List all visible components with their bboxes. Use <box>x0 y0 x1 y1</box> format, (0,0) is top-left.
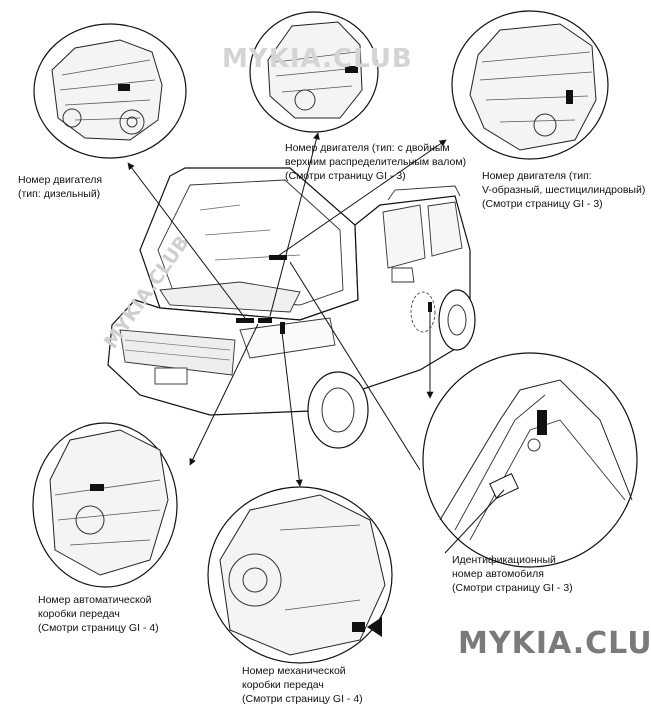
label-line: (Смотри страницу GI - 4) <box>38 622 159 634</box>
leader-vin-label <box>444 489 505 554</box>
label-line: коробки передач <box>242 679 324 691</box>
label-line: (Смотри страницу GI - 3) <box>452 582 573 594</box>
label-line: верхним распределительным валом) <box>285 156 467 168</box>
label-line: (тип: дизельный) <box>18 188 101 200</box>
label-line: Идентификационный <box>452 554 556 566</box>
label-line: Номер двигателя (тип: с двойным <box>285 142 450 154</box>
car-illustration <box>107 167 476 449</box>
label-manual-transmission: Номер механической коробки передач (Смот… <box>242 664 363 706</box>
diesel-engine-detail <box>33 23 187 159</box>
leader-engine-v6 <box>277 139 447 257</box>
v6-engine-detail <box>451 10 609 160</box>
label-auto-transmission: Номер автоматической коробки передач (См… <box>38 593 159 635</box>
vin-detail <box>422 352 638 568</box>
leader-auto-transmission <box>189 323 259 466</box>
label-line: Номер двигателя (тип: <box>482 170 592 182</box>
leader-lines <box>127 132 505 554</box>
label-line: Номер автоматической <box>38 594 152 606</box>
label-line: Номер двигателя <box>18 174 103 186</box>
leader-engine-diesel <box>127 162 246 319</box>
label-engine-v6: Номер двигателя (тип: V-образный, шестиц… <box>482 169 645 211</box>
label-line: коробки передач <box>38 608 120 620</box>
watermark-top: MYKIA.CLUB <box>222 44 413 74</box>
automatic-transmission-detail <box>32 422 178 588</box>
dohc-engine-detail <box>249 11 379 133</box>
label-engine-diesel: Номер двигателя (тип: дизельный) <box>18 173 102 201</box>
leader-car-to-manual <box>289 261 421 471</box>
watermark-bottom: MYKIA.CLUB <box>458 626 651 661</box>
label-line: (Смотри страницу GI - 3) <box>285 170 406 182</box>
label-engine-dohc: Номер двигателя (тип: с двойным верхним … <box>285 141 466 183</box>
leader-manual-transmission <box>281 331 303 487</box>
label-line: Номер механической <box>242 665 346 677</box>
label-line: номер автомобиля <box>452 568 544 580</box>
label-line: V-образный, шестицилиндровый) <box>482 184 646 196</box>
label-vin: Идентификационный номер автомобиля (Смот… <box>452 553 573 595</box>
label-line: (Смотри страницу GI - 4) <box>242 693 363 705</box>
label-line: (Смотри страницу GI - 3) <box>482 198 603 210</box>
leader-engine-dohc <box>269 132 320 317</box>
manual-transmission-detail <box>207 486 393 664</box>
